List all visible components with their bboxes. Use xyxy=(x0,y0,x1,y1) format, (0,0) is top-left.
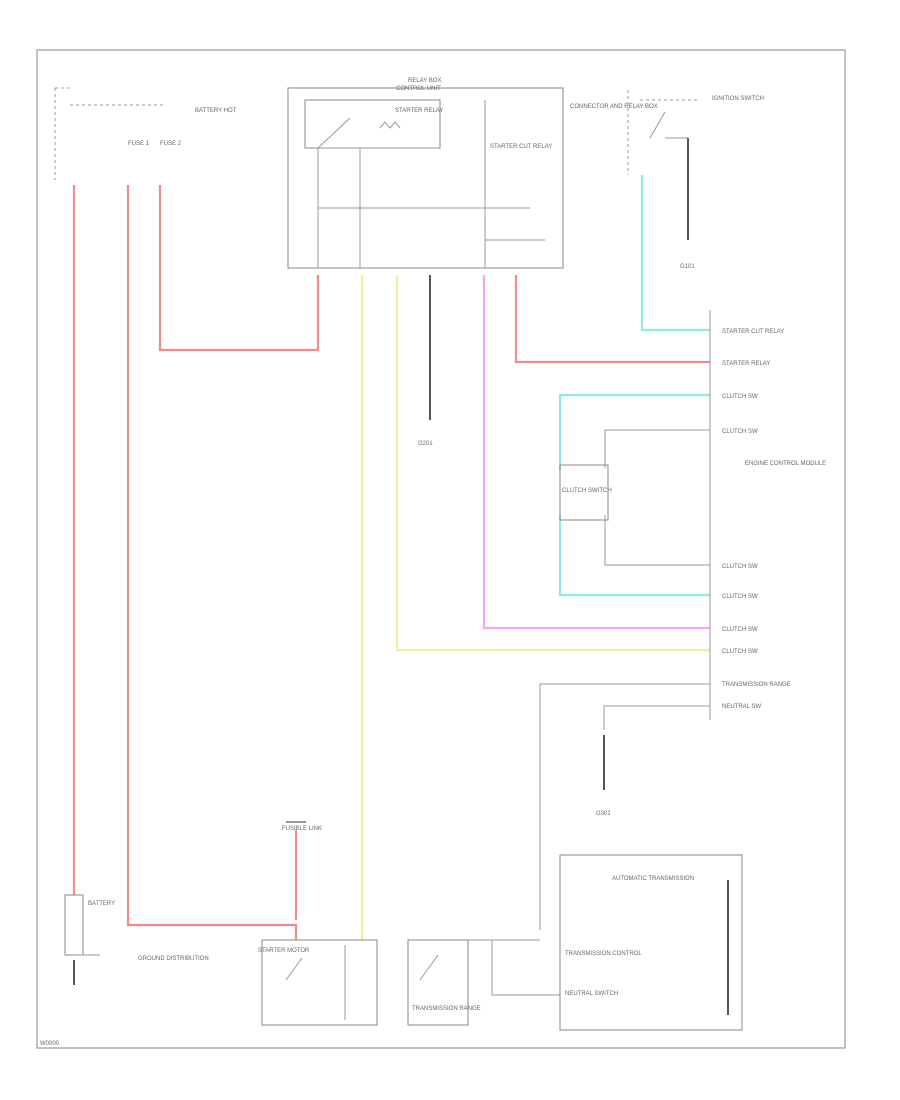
ecm-title: ENGINE CONTROL MODULE xyxy=(745,461,826,467)
fuse-label-1: FUSE 1 xyxy=(128,141,150,147)
clutch-switch-label: CLUTCH SWITCH xyxy=(562,488,612,494)
neutral-sw-label: NEUTRAL SWITCH xyxy=(565,991,618,997)
starter-contact xyxy=(285,945,346,1020)
battery-label: BATTERY xyxy=(88,901,115,907)
relay-box-side-label: CONNECTOR AND RELAY BOX xyxy=(570,104,658,110)
wire-yellow-2 xyxy=(395,275,710,652)
transmission-range-label: TRANSMISSION RANGE xyxy=(412,1006,481,1012)
wire-cyan-2 xyxy=(558,393,710,470)
ecm-pin-1: STARTER CUT RELAY xyxy=(722,329,784,335)
ecm-pin-3: CLUTCH SW xyxy=(722,394,758,400)
ignition-switch-label: IGNITION SWITCH xyxy=(712,96,764,102)
wire-cyan-1 xyxy=(640,175,710,332)
fuse-label-2: FUSE 2 xyxy=(160,141,182,147)
ecm-pin-6: CLUTCH SW xyxy=(722,594,758,600)
page-ref: W0000 xyxy=(40,1041,60,1047)
starter-relay-label: STARTER RELAY xyxy=(395,108,443,114)
starter-motor-label: STARTER MOTOR xyxy=(258,948,310,954)
relay-box xyxy=(287,87,564,269)
battery-hot-label: BATTERY HOT xyxy=(195,108,237,114)
automatic-trans-label: AUTOMATIC TRANSMISSION xyxy=(612,876,694,882)
trans-range-wires xyxy=(468,939,560,996)
battery-hot-box xyxy=(54,87,165,180)
ecm-pin-10: NEUTRAL SW xyxy=(722,704,761,710)
trans-ctrl-label: TRANSMISSION CONTROL xyxy=(565,951,642,957)
wire-red-4 xyxy=(514,275,710,364)
ecm-pin-5: CLUTCH SW xyxy=(722,564,758,570)
fusible-link-label: FUSIBLE LINK xyxy=(282,826,322,832)
wire-red-3 xyxy=(158,185,320,352)
transmission-range-box xyxy=(407,939,469,1026)
ecm-pin-9: TRANSMISSION RANGE xyxy=(722,682,791,688)
wire-neutral xyxy=(603,705,710,730)
wire-cyan-3 xyxy=(558,515,710,597)
ecm-pin-2: STARTER RELAY xyxy=(722,361,770,367)
wire-gray-1 xyxy=(604,429,710,468)
wire-red-2 xyxy=(126,185,298,940)
ecm-pin-4: CLUTCH SW xyxy=(722,429,758,435)
ecm-pin-8: CLUTCH SW xyxy=(722,649,758,655)
wire-pink xyxy=(482,275,710,630)
automatic-trans-box xyxy=(559,854,743,1031)
clutch-switch-box xyxy=(559,464,609,521)
battery-symbol xyxy=(64,894,84,956)
relay-contact xyxy=(317,100,545,268)
wire-range xyxy=(539,683,710,930)
starter-cut-relay-label: STARTER CUT RELAY xyxy=(490,144,552,150)
ground-note-2: G201 xyxy=(418,441,433,447)
ecm-pin-7: CLUTCH SW xyxy=(722,627,758,633)
relay-coil xyxy=(379,121,401,129)
starter-motor-box xyxy=(261,939,378,1026)
ignition-contact xyxy=(649,111,688,139)
ground-note-3: G301 xyxy=(596,811,611,817)
diagram-frame xyxy=(36,49,846,1049)
ignition-switch-box xyxy=(627,90,700,175)
relay-box-title-2: CONTROL UNIT xyxy=(396,86,441,92)
ground-distribution-label: GROUND DISTRIBUTION xyxy=(138,956,209,962)
relay-box-title-1: RELAY BOX xyxy=(408,78,441,84)
trans-range-contact xyxy=(419,954,439,981)
ground-note-1: G101 xyxy=(680,264,695,270)
wire-gray-2 xyxy=(604,515,710,566)
